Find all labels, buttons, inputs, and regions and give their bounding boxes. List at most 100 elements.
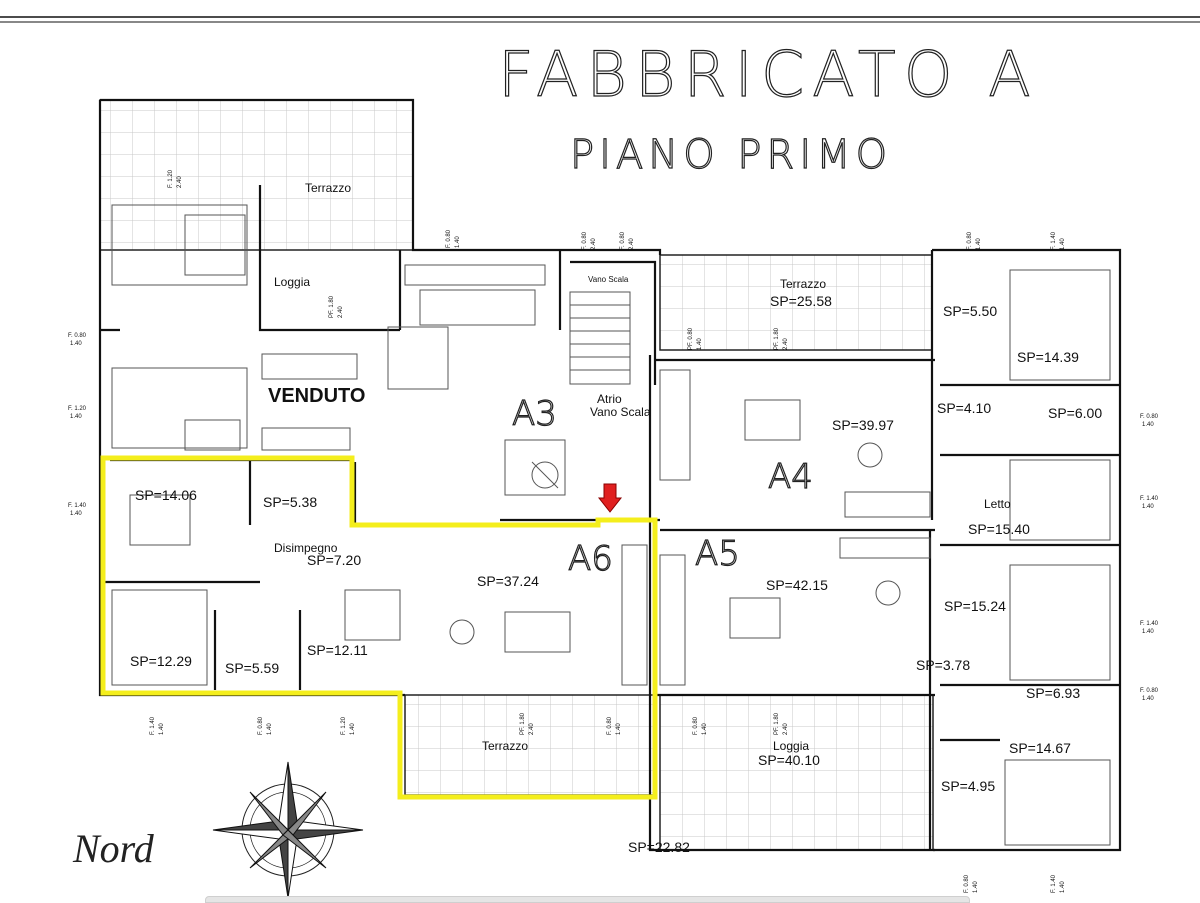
terrazzo-a4-sp: SP=25.58 xyxy=(770,293,832,309)
window-tag: 1.40 xyxy=(1142,504,1154,510)
a5-bed2-sp: SP=14.67 xyxy=(1009,740,1071,756)
loggia-top-left-label: Loggia xyxy=(274,275,310,289)
a6-bed3-sp: SP=12.11 xyxy=(307,642,368,658)
unit-a6-highlight xyxy=(100,455,658,800)
letto-label: Letto xyxy=(984,497,1011,511)
window-tag: PF. 1.80 xyxy=(774,712,780,735)
window-tag: 2.40 xyxy=(338,306,344,318)
terrazzo-a6-label: Terrazzo xyxy=(482,739,528,753)
window-tag: 1.40 xyxy=(70,341,82,347)
terrace-a6 xyxy=(404,694,656,796)
window-tag: F. 0.80 xyxy=(607,716,613,735)
unit-a4-label: A4 xyxy=(768,457,813,497)
window-tag: F. 1.20 xyxy=(341,716,347,735)
window-tag: 2.40 xyxy=(177,176,183,188)
walls xyxy=(98,98,1122,852)
sheet-border xyxy=(0,16,1200,23)
loggia-a5 xyxy=(659,694,934,851)
a4-bath-sp: SP=5.50 xyxy=(943,303,997,319)
vano-scala-label: Vano Scala xyxy=(588,275,629,284)
atrio-vano-label: Vano Scala xyxy=(590,405,651,419)
window-tag: F. 0.80 xyxy=(258,716,264,735)
window-tag: F. 1.40 xyxy=(1051,874,1057,893)
a5-hall-sp: SP=3.78 xyxy=(916,657,970,673)
window-tag: 1.40 xyxy=(1142,422,1154,428)
loggia-a5-sp: SP=40.10 xyxy=(758,752,820,768)
window-tag: PF. 0.80 xyxy=(688,327,694,350)
window-tag: F. 0.80 xyxy=(446,229,452,248)
window-tag: F. 1.40 xyxy=(150,716,156,735)
a4-living-sp: SP=39.97 xyxy=(832,417,894,433)
disimpegno-label: Disimpegno xyxy=(274,541,338,555)
unit-a3-label: A3 xyxy=(512,394,557,434)
window-tag: PF. 1.80 xyxy=(774,327,780,350)
terrazzo-a4-label: Terrazzo xyxy=(780,277,826,291)
a4-hall-sp: SP=4.10 xyxy=(937,400,991,416)
a5-living-sp: SP=42.15 xyxy=(766,577,828,593)
window-tag: F. 0.80 xyxy=(967,231,973,250)
a5-bath2-sp: SP=4.95 xyxy=(941,778,995,794)
window-tag: F. 0.80 xyxy=(1140,688,1159,694)
plan-subtitle: PIANO PRIMO xyxy=(570,132,892,178)
letto-sp: SP=15.40 xyxy=(968,521,1030,537)
window-tag: F. 1.40 xyxy=(1140,496,1159,502)
window-tag: 1.40 xyxy=(973,881,979,893)
window-tag: 1.40 xyxy=(1142,696,1154,702)
unit-a6-label: A6 xyxy=(568,539,613,579)
window-tag: 1.40 xyxy=(616,723,622,735)
window-tag: 2.40 xyxy=(529,723,535,735)
interior-details xyxy=(111,204,1111,846)
window-tag: 1.40 xyxy=(702,723,708,735)
window-tag: F. 1.20 xyxy=(68,406,87,412)
terrazzo-top-left-label: Terrazzo xyxy=(305,181,351,195)
window-tag: 1.40 xyxy=(1142,629,1154,635)
plan-title: FABBRICATO A xyxy=(498,38,1039,111)
window-tag: F. 0.80 xyxy=(964,874,970,893)
loggia-a5-label: Loggia xyxy=(773,739,809,753)
a4-bath2-sp: SP=6.00 xyxy=(1048,405,1102,421)
window-tag: 2.40 xyxy=(783,338,789,350)
window-tag: 1.40 xyxy=(697,338,703,350)
unit-a3-note: VENDUTO xyxy=(268,385,365,407)
window-tag: PF. 1.80 xyxy=(520,712,526,735)
window-tag: F. 1.40 xyxy=(1051,231,1057,250)
disimpegno-sp: SP=7.20 xyxy=(307,552,361,568)
window-tags: F. 1.20 2.40 F. 0.80 1.40 F. 0.80 2.40 F… xyxy=(68,169,1159,893)
bottom-sp: SP=22.82 xyxy=(628,839,690,855)
window-tag: F. 1.40 xyxy=(1140,621,1159,627)
window-tag: 2.40 xyxy=(591,238,597,250)
location-marker-icon xyxy=(597,483,623,513)
window-tag: F. 0.80 xyxy=(68,333,87,339)
window-tag: 1.40 xyxy=(267,723,273,735)
a6-bath2-sp: SP=5.59 xyxy=(225,660,279,676)
compass-rose-icon xyxy=(212,761,364,899)
window-tag: PF. 1.80 xyxy=(329,295,335,318)
a6-living-sp: SP=37.24 xyxy=(477,573,539,589)
window-tag: 2.40 xyxy=(783,723,789,735)
a6-bed2-sp: SP=12.29 xyxy=(130,653,192,669)
window-tag: F. 0.80 xyxy=(582,231,588,250)
horizontal-scrollbar[interactable] xyxy=(205,896,970,903)
window-tag: 1.40 xyxy=(1060,881,1066,893)
window-tag: 1.40 xyxy=(159,723,165,735)
window-tag: F. 0.80 xyxy=(620,231,626,250)
window-tag: 1.40 xyxy=(455,236,461,248)
terrace-top-left xyxy=(99,99,414,251)
a4-bed-sp: SP=14.39 xyxy=(1017,349,1079,365)
window-tag: 1.40 xyxy=(1060,238,1066,250)
unit-a5-label: A5 xyxy=(695,534,740,574)
a5-bath1-sp: SP=6.93 xyxy=(1026,685,1080,701)
window-tag: F. 0.80 xyxy=(693,716,699,735)
window-tag: 1.40 xyxy=(70,414,82,420)
compass-label: Nord xyxy=(72,826,155,871)
window-tag: F. 0.80 xyxy=(1140,414,1159,420)
window-tag: 2.40 xyxy=(629,238,635,250)
window-tag: 1.40 xyxy=(70,511,82,517)
window-tag: F. 1.40 xyxy=(68,503,87,509)
a6-bed1-sp: SP=14.06 xyxy=(135,487,197,503)
terrace-a4 xyxy=(659,254,933,351)
window-tag: 1.40 xyxy=(976,238,982,250)
room-labels: Terrazzo Loggia Vano Scala Atrio Vano Sc… xyxy=(130,181,1102,855)
a6-bath1-sp: SP=5.38 xyxy=(263,494,317,510)
